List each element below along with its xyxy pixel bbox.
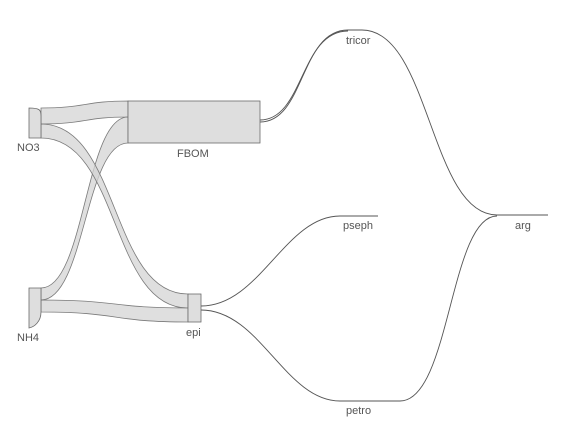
node-epi — [187, 293, 202, 323]
link-petro-arg — [399, 215, 498, 402]
label-petro: petro — [346, 405, 371, 417]
label-pseph: pseph — [343, 220, 373, 232]
link-fbom-tricor-edge — [259, 30, 349, 121]
node-fbom — [127, 100, 261, 144]
node-nh4 — [28, 287, 42, 329]
link-tricor-arg — [361, 29, 548, 216]
label-arg: arg — [515, 220, 531, 232]
label-epi: epi — [186, 327, 201, 339]
link-fbom-tricor — [259, 29, 362, 123]
link-epi-petro — [200, 309, 400, 402]
link-nh4-epi — [40, 299, 189, 323]
link-no3-fbom — [40, 100, 129, 125]
label-nh4: NH4 — [17, 332, 39, 344]
label-tricor: tricor — [346, 35, 371, 47]
link-epi-pseph — [200, 215, 378, 307]
label-no3: NO3 — [17, 142, 40, 154]
label-fbom: FBOM — [177, 148, 209, 160]
node-no3 — [28, 107, 42, 139]
